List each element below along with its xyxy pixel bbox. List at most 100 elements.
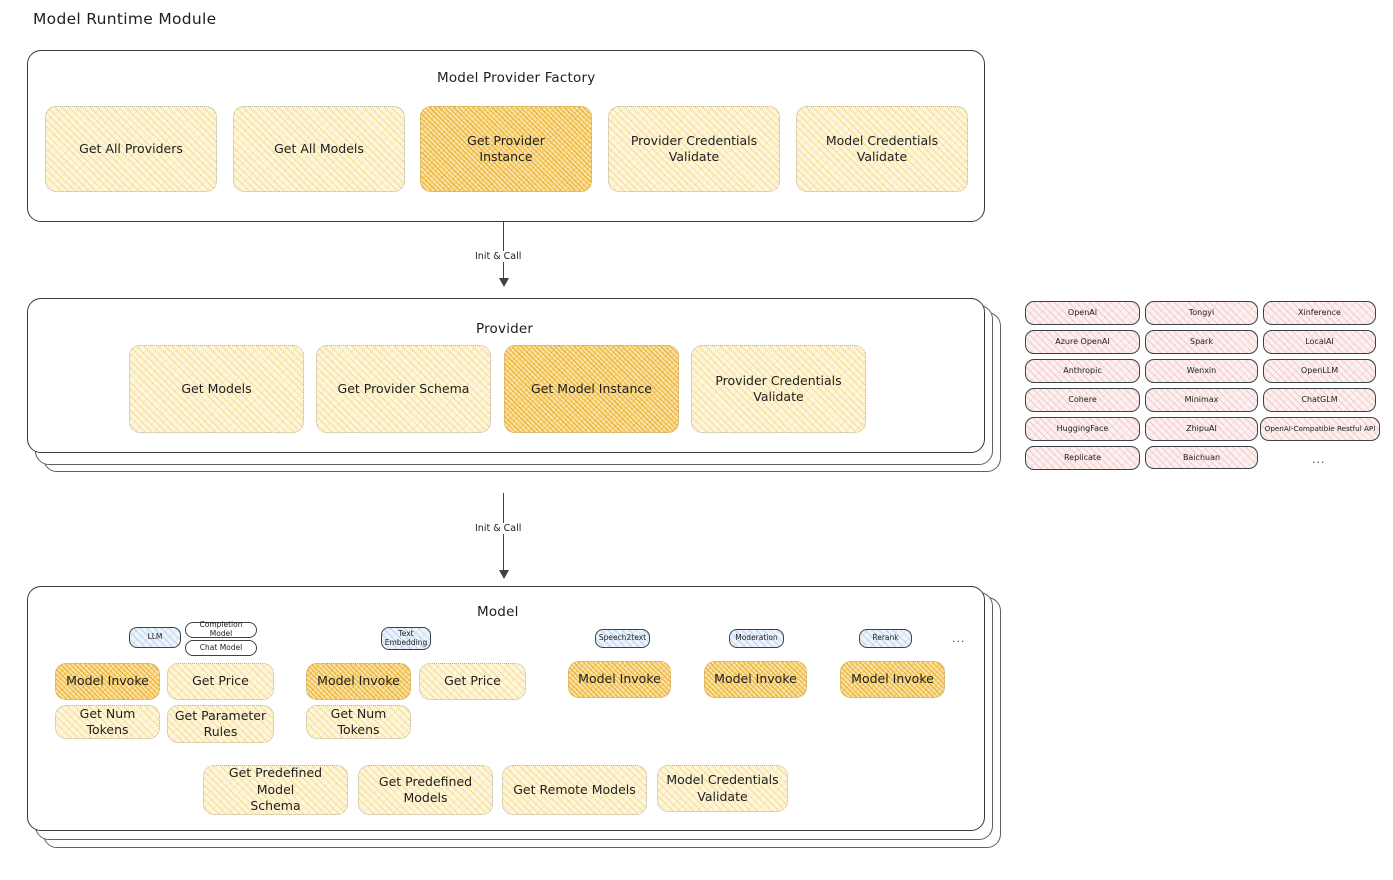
provider-pill-label: ChatGLM [1301, 395, 1338, 405]
model-shared-method-label: Get Predefined Models [378, 773, 473, 806]
speech2text-method-model-invoke[interactable]: Model Invoke [568, 661, 671, 698]
factory-method-label: Model Credentials Validate [825, 132, 939, 165]
model-subtype-badge-completion-model[interactable]: Completion Model [185, 620, 257, 638]
provider-method-get-provider-schema[interactable]: Get Provider Schema [316, 345, 491, 433]
factory-method-label: Get All Providers [79, 140, 183, 156]
provider-pill-anthropic[interactable]: Anthropic [1025, 359, 1140, 383]
factory-method-get-all-providers[interactable]: Get All Providers [45, 106, 217, 192]
factory-method-provider-credentials-validate[interactable]: Provider Credentials Validate [608, 106, 780, 192]
rerank-method-model-invoke[interactable]: Model Invoke [840, 661, 945, 698]
model-provider-factory-title: Model Provider Factory [437, 70, 596, 86]
provider-pill-cohere[interactable]: Cohere [1025, 388, 1140, 412]
model-subtype-badge-label: Chat Model [199, 642, 243, 652]
model-shared-method-get-predefined-model-schema[interactable]: Get Predefined Model Schema [203, 765, 348, 815]
model-subtype-badge-label: Completion Model [199, 620, 243, 638]
llm-method-label: Get Parameter Rules [174, 707, 267, 740]
text-embedding-method-model-invoke[interactable]: Model Invoke [306, 663, 411, 700]
provider-method-label: Provider Credentials Validate [715, 372, 842, 405]
provider-pill-tongyi[interactable]: Tongyi [1145, 301, 1258, 325]
provider-pill-replicate[interactable]: Replicate [1025, 446, 1140, 470]
llm-method-model-invoke[interactable]: Model Invoke [55, 663, 160, 700]
provider-pill-label: Wenxin [1186, 366, 1217, 376]
moderation-method-label: Model Invoke [714, 671, 797, 687]
provider-pill-spark[interactable]: Spark [1145, 330, 1258, 354]
provider-pill-azure-openai[interactable]: Azure OpenAI [1025, 330, 1140, 354]
provider-pill-wenxin[interactable]: Wenxin [1145, 359, 1258, 383]
provider-pill-huggingface[interactable]: HuggingFace [1025, 417, 1140, 441]
model-types-more: ... [952, 632, 966, 645]
llm-method-label: Model Invoke [66, 673, 149, 689]
provider-pill-minimax[interactable]: Minimax [1145, 388, 1258, 412]
provider-pill-label: OpenAI-Compatible Restful API [1264, 423, 1376, 433]
text-embedding-method-label: Model Invoke [317, 673, 400, 689]
provider-pill-label: Tongyi [1188, 308, 1215, 318]
provider-pill-localai[interactable]: LocalAI [1263, 330, 1376, 354]
provider-method-label: Get Model Instance [531, 380, 652, 396]
text-embedding-method-get-price[interactable]: Get Price [419, 663, 526, 700]
text-embedding-method-get-num-tokens[interactable]: Get Num Tokens [306, 705, 411, 739]
factory-method-label: Get All Models [274, 140, 364, 156]
factory-method-label: Get Provider Instance [467, 132, 545, 165]
model-type-badge-speech2text[interactable]: Speech2text [595, 629, 650, 648]
text-embedding-method-label: Get Num Tokens [330, 705, 387, 738]
factory-method-label: Provider Credentials Validate [630, 132, 758, 165]
model-type-badge-label: Moderation [735, 633, 778, 643]
provider-pill-label: Spark [1190, 337, 1213, 347]
model-shared-method-get-predefined-models[interactable]: Get Predefined Models [358, 765, 493, 815]
rerank-method-label: Model Invoke [851, 671, 934, 687]
moderation-method-model-invoke[interactable]: Model Invoke [704, 661, 807, 698]
model-shared-method-model-credentials-validate[interactable]: Model Credentials Validate [657, 765, 788, 812]
provider-pill-label: Anthropic [1063, 366, 1102, 376]
provider-pill-label: HuggingFace [1056, 424, 1109, 434]
provider-title: Provider [476, 321, 534, 337]
model-shared-method-label: Get Remote Models [513, 781, 636, 797]
arrow-provider-to-model-label: Init & Call [471, 523, 526, 534]
provider-method-label: Get Provider Schema [337, 380, 470, 396]
provider-method-get-model-instance[interactable]: Get Model Instance [504, 345, 679, 433]
model-type-badge-rerank[interactable]: Rerank [859, 629, 912, 648]
model-type-badge-text-embedding[interactable]: Text Embedding [381, 627, 431, 650]
provider-pill-openllm[interactable]: OpenLLM [1263, 359, 1376, 383]
model-type-badge-label: LLM [147, 632, 163, 642]
provider-pill-zhipuai[interactable]: ZhipuAI [1145, 417, 1258, 441]
model-shared-method-label: Model Credentials Validate [666, 772, 779, 804]
model-type-badge-moderation[interactable]: Moderation [729, 629, 784, 648]
provider-pill-label: Baichuan [1182, 452, 1221, 462]
provider-pill-baichuan[interactable]: Baichuan [1145, 446, 1258, 469]
llm-method-get-price[interactable]: Get Price [167, 663, 274, 700]
arrow-provider-to-model-line [503, 493, 505, 575]
page-title: Model Runtime Module [33, 10, 217, 28]
provider-pill-label: OpenAI [1067, 308, 1098, 318]
speech2text-method-label: Model Invoke [578, 671, 661, 687]
arrow-factory-to-provider-label: Init & Call [471, 251, 526, 262]
provider-pill-label: Xinference [1298, 308, 1341, 318]
provider-pill-chatglm[interactable]: ChatGLM [1263, 388, 1376, 412]
provider-pill-label: Azure OpenAI [1055, 337, 1110, 347]
provider-list-more: ... [1312, 453, 1326, 466]
provider-method-get-models[interactable]: Get Models [129, 345, 304, 433]
model-shared-method-get-remote-models[interactable]: Get Remote Models [502, 765, 647, 815]
llm-method-label: Get Price [192, 673, 249, 689]
model-type-badge-llm[interactable]: LLM [129, 627, 181, 648]
provider-pill-label: LocalAI [1305, 337, 1334, 347]
factory-method-get-provider-instance[interactable]: Get Provider Instance [420, 106, 592, 192]
provider-pill-label: OpenLLM [1300, 366, 1339, 376]
model-type-badge-label: Rerank [872, 633, 899, 643]
provider-pill-openai-compatible-restful-api[interactable]: OpenAI-Compatible Restful API [1260, 417, 1380, 441]
provider-pill-openai[interactable]: OpenAI [1025, 301, 1140, 325]
factory-method-model-credentials-validate[interactable]: Model Credentials Validate [796, 106, 968, 192]
llm-method-get-num-tokens[interactable]: Get Num Tokens [55, 705, 160, 739]
llm-method-label: Get Num Tokens [79, 705, 136, 738]
model-title: Model [477, 604, 519, 620]
factory-method-get-all-models[interactable]: Get All Models [233, 106, 405, 192]
model-type-badge-label: Text Embedding [384, 628, 428, 647]
model-subtype-badge-chat-model[interactable]: Chat Model [185, 640, 257, 656]
model-shared-method-label: Get Predefined Model Schema [228, 765, 323, 814]
model-type-badge-label: Speech2text [598, 633, 647, 643]
provider-method-provider-credentials-validate[interactable]: Provider Credentials Validate [691, 345, 866, 433]
llm-method-get-parameter-rules[interactable]: Get Parameter Rules [167, 705, 274, 743]
arrow-provider-to-model-head [499, 570, 509, 579]
provider-pill-label: Cohere [1068, 395, 1097, 405]
arrow-factory-to-provider-head [499, 278, 509, 287]
provider-pill-xinference[interactable]: Xinference [1263, 301, 1376, 325]
